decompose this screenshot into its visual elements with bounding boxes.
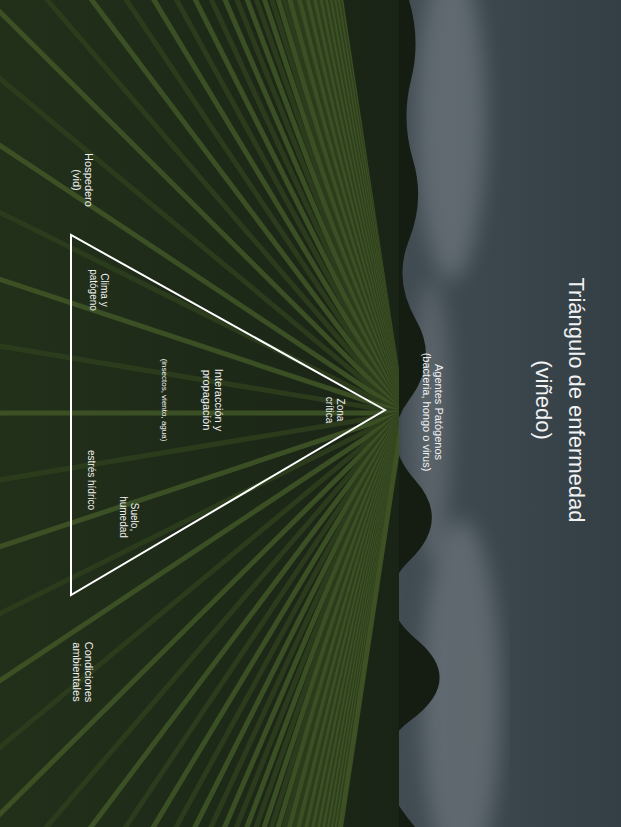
disease-triangle: Zona crítica Clima y patógenoInteracción … bbox=[65, 225, 391, 605]
triangle-text: estrés hídrico bbox=[86, 444, 98, 516]
vertex-label: Condiciones ambientales bbox=[70, 630, 95, 714]
triangle-text: Clima y patógeno bbox=[88, 254, 111, 326]
vertex-label: Hospedero (vid) bbox=[70, 148, 95, 212]
slide-title: Triángulo de enfermedad (viñedo) bbox=[527, 250, 593, 550]
triangle-text: Zona crítica bbox=[324, 384, 347, 436]
triangle-text: (insectos, viento, agua) bbox=[160, 358, 169, 442]
vertex-label: Agentes Patógenos (bacteria, hongo o vir… bbox=[420, 342, 445, 482]
triangle-text: Interacción y propagación bbox=[200, 354, 225, 446]
triangle-text: Suelo, humedad bbox=[118, 491, 141, 543]
